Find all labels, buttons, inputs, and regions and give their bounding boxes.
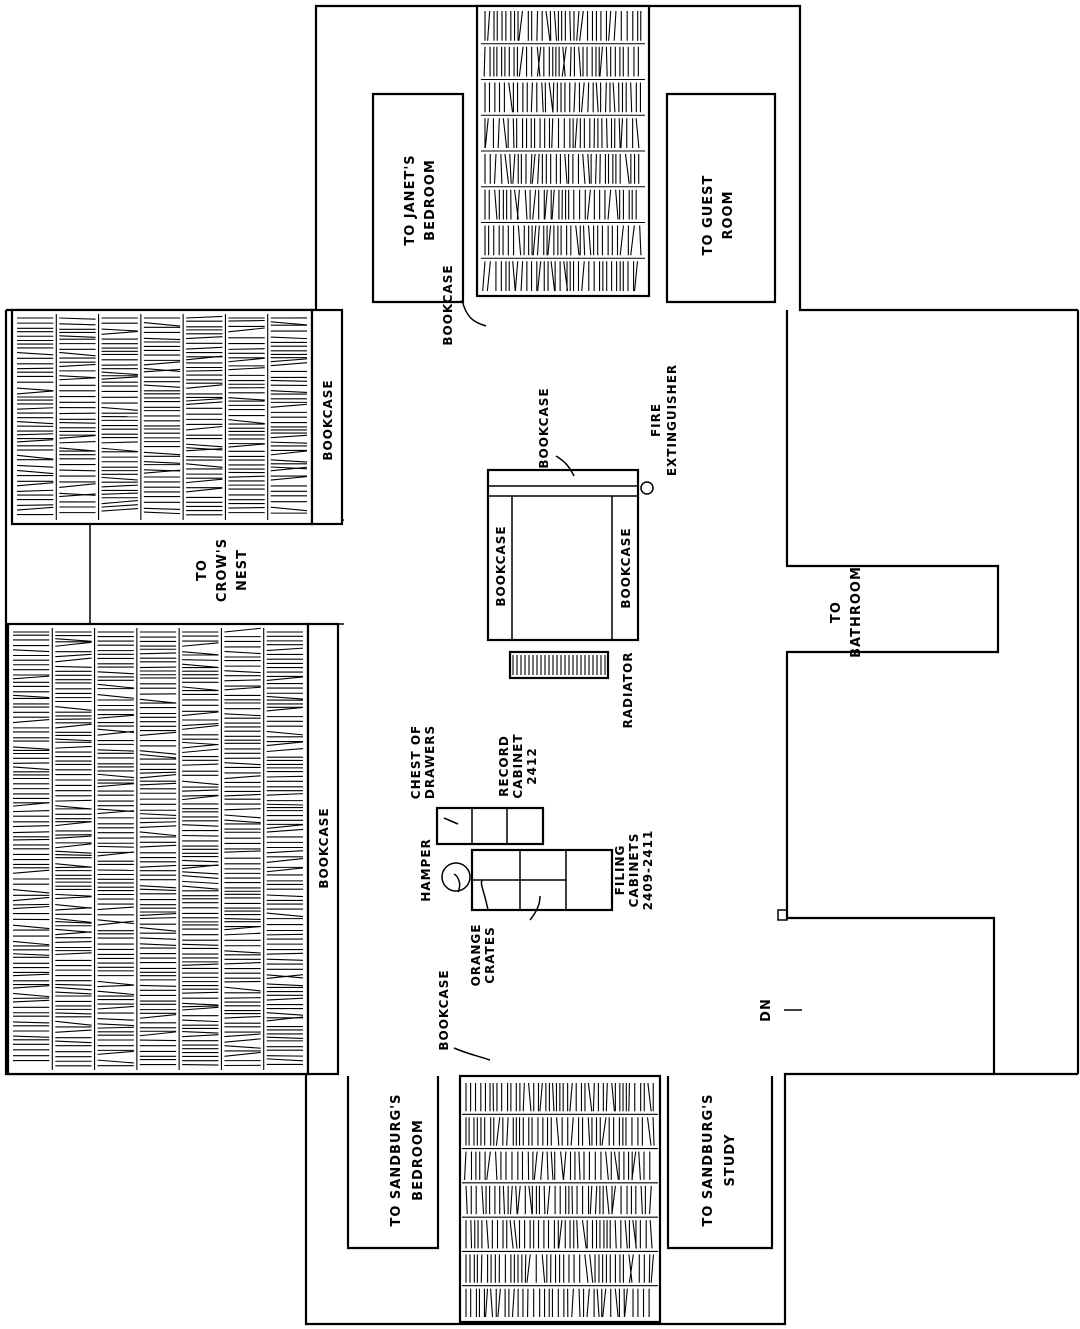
label-bookcase-left-upper: BOOKCASE [321,379,335,460]
bookcase-top-right [475,4,651,298]
svg-text:CHEST OF: CHEST OF [409,725,423,799]
radiator-icon [508,650,610,680]
svg-text:ROOM: ROOM [721,190,736,239]
label-radiator: RADIATOR [621,652,635,729]
stair-marker-icon [777,909,788,921]
svg-text:BOOKCASE: BOOKCASE [317,807,331,888]
label-bathroom: TO BATHROOM [829,566,864,658]
label-janets-bedroom: TO JANET'S BEDROOM [403,154,438,245]
chest-of-drawers-icon [435,806,545,846]
label-record-cabinet: RECORD CABINET 2412 [497,733,539,798]
bookcase-left-labelled-strip [306,308,344,1076]
svg-text:RADIATOR: RADIATOR [621,652,635,729]
svg-text:2409-2411: 2409-2411 [641,830,655,911]
svg-text:2412: 2412 [525,747,539,784]
svg-text:ORANGE: ORANGE [469,924,483,987]
svg-text:BOOKCASE: BOOKCASE [321,379,335,460]
filing-cabinets-icon [470,848,614,912]
svg-text:RECORD: RECORD [497,735,511,797]
svg-text:BEDROOM: BEDROOM [423,159,438,241]
label-fire-extinguisher: FIRE EXTINGUISHER [649,364,679,476]
label-hamper: HAMPER [419,838,433,902]
svg-text:DRAWERS: DRAWERS [423,725,437,799]
label-bookcase-island-right: BOOKCASE [619,527,633,608]
svg-text:BOOKCASE: BOOKCASE [494,525,508,606]
label-filing-cabinets: FILING CABINETS 2409-2411 [613,830,655,911]
svg-text:DN: DN [759,998,774,1022]
label-bookcase-bottom: BOOKCASE [437,969,451,1050]
label-bookcase-island-top: BOOKCASE [537,387,551,468]
svg-text:BOOKCASE: BOOKCASE [437,969,451,1050]
svg-text:TO JANET'S: TO JANET'S [403,154,418,245]
label-bookcase-left-lower: BOOKCASE [317,807,331,888]
svg-text:FIRE: FIRE [649,403,663,437]
bookcase-bottom [458,1074,662,1324]
svg-text:BATHROOM: BATHROOM [849,566,864,658]
label-sandburgs-bedroom: TO SANDBURG'S BEDROOM [389,1093,426,1226]
svg-text:CABINET: CABINET [511,733,525,798]
svg-text:FILING: FILING [613,845,627,896]
svg-text:CROW'S: CROW'S [215,538,230,602]
label-stairs-down: DN [759,998,774,1022]
label-orange-crates: ORANGE CRATES [469,924,497,987]
svg-text:EXTINGUISHER: EXTINGUISHER [665,364,679,476]
hamper-icon [441,862,471,892]
svg-text:TO SANDBURG'S: TO SANDBURG'S [701,1093,716,1226]
label-bookcase-top: BOOKCASE [441,264,455,345]
svg-text:STUDY: STUDY [723,1133,738,1186]
label-crows-nest: TO CROW'S NEST [195,538,250,602]
bookcase-island [486,468,640,642]
svg-text:CRATES: CRATES [483,926,497,983]
bookcase-left-upper [10,308,314,526]
leader-arrows [443,299,802,1061]
svg-text:TO: TO [829,601,844,623]
svg-text:BOOKCASE: BOOKCASE [619,527,633,608]
svg-text:HAMPER: HAMPER [419,838,433,902]
label-guest-room: TO GUEST ROOM [701,175,736,256]
label-bookcase-island-left: BOOKCASE [494,525,508,606]
svg-text:CABINETS: CABINETS [627,833,641,908]
label-chest-of-drawers: CHEST OF DRAWERS [409,725,437,799]
svg-text:NEST: NEST [235,549,250,591]
svg-text:TO GUEST: TO GUEST [701,175,716,256]
svg-text:BOOKCASE: BOOKCASE [441,264,455,345]
label-sandburgs-study: TO SANDBURG'S STUDY [701,1093,738,1226]
bookcase-left-lower [6,622,310,1076]
svg-text:BEDROOM: BEDROOM [411,1119,426,1201]
fire-extinguisher-icon [640,481,654,495]
svg-text:TO: TO [195,559,210,581]
svg-text:BOOKCASE: BOOKCASE [537,387,551,468]
svg-text:TO SANDBURG'S: TO SANDBURG'S [389,1093,404,1226]
